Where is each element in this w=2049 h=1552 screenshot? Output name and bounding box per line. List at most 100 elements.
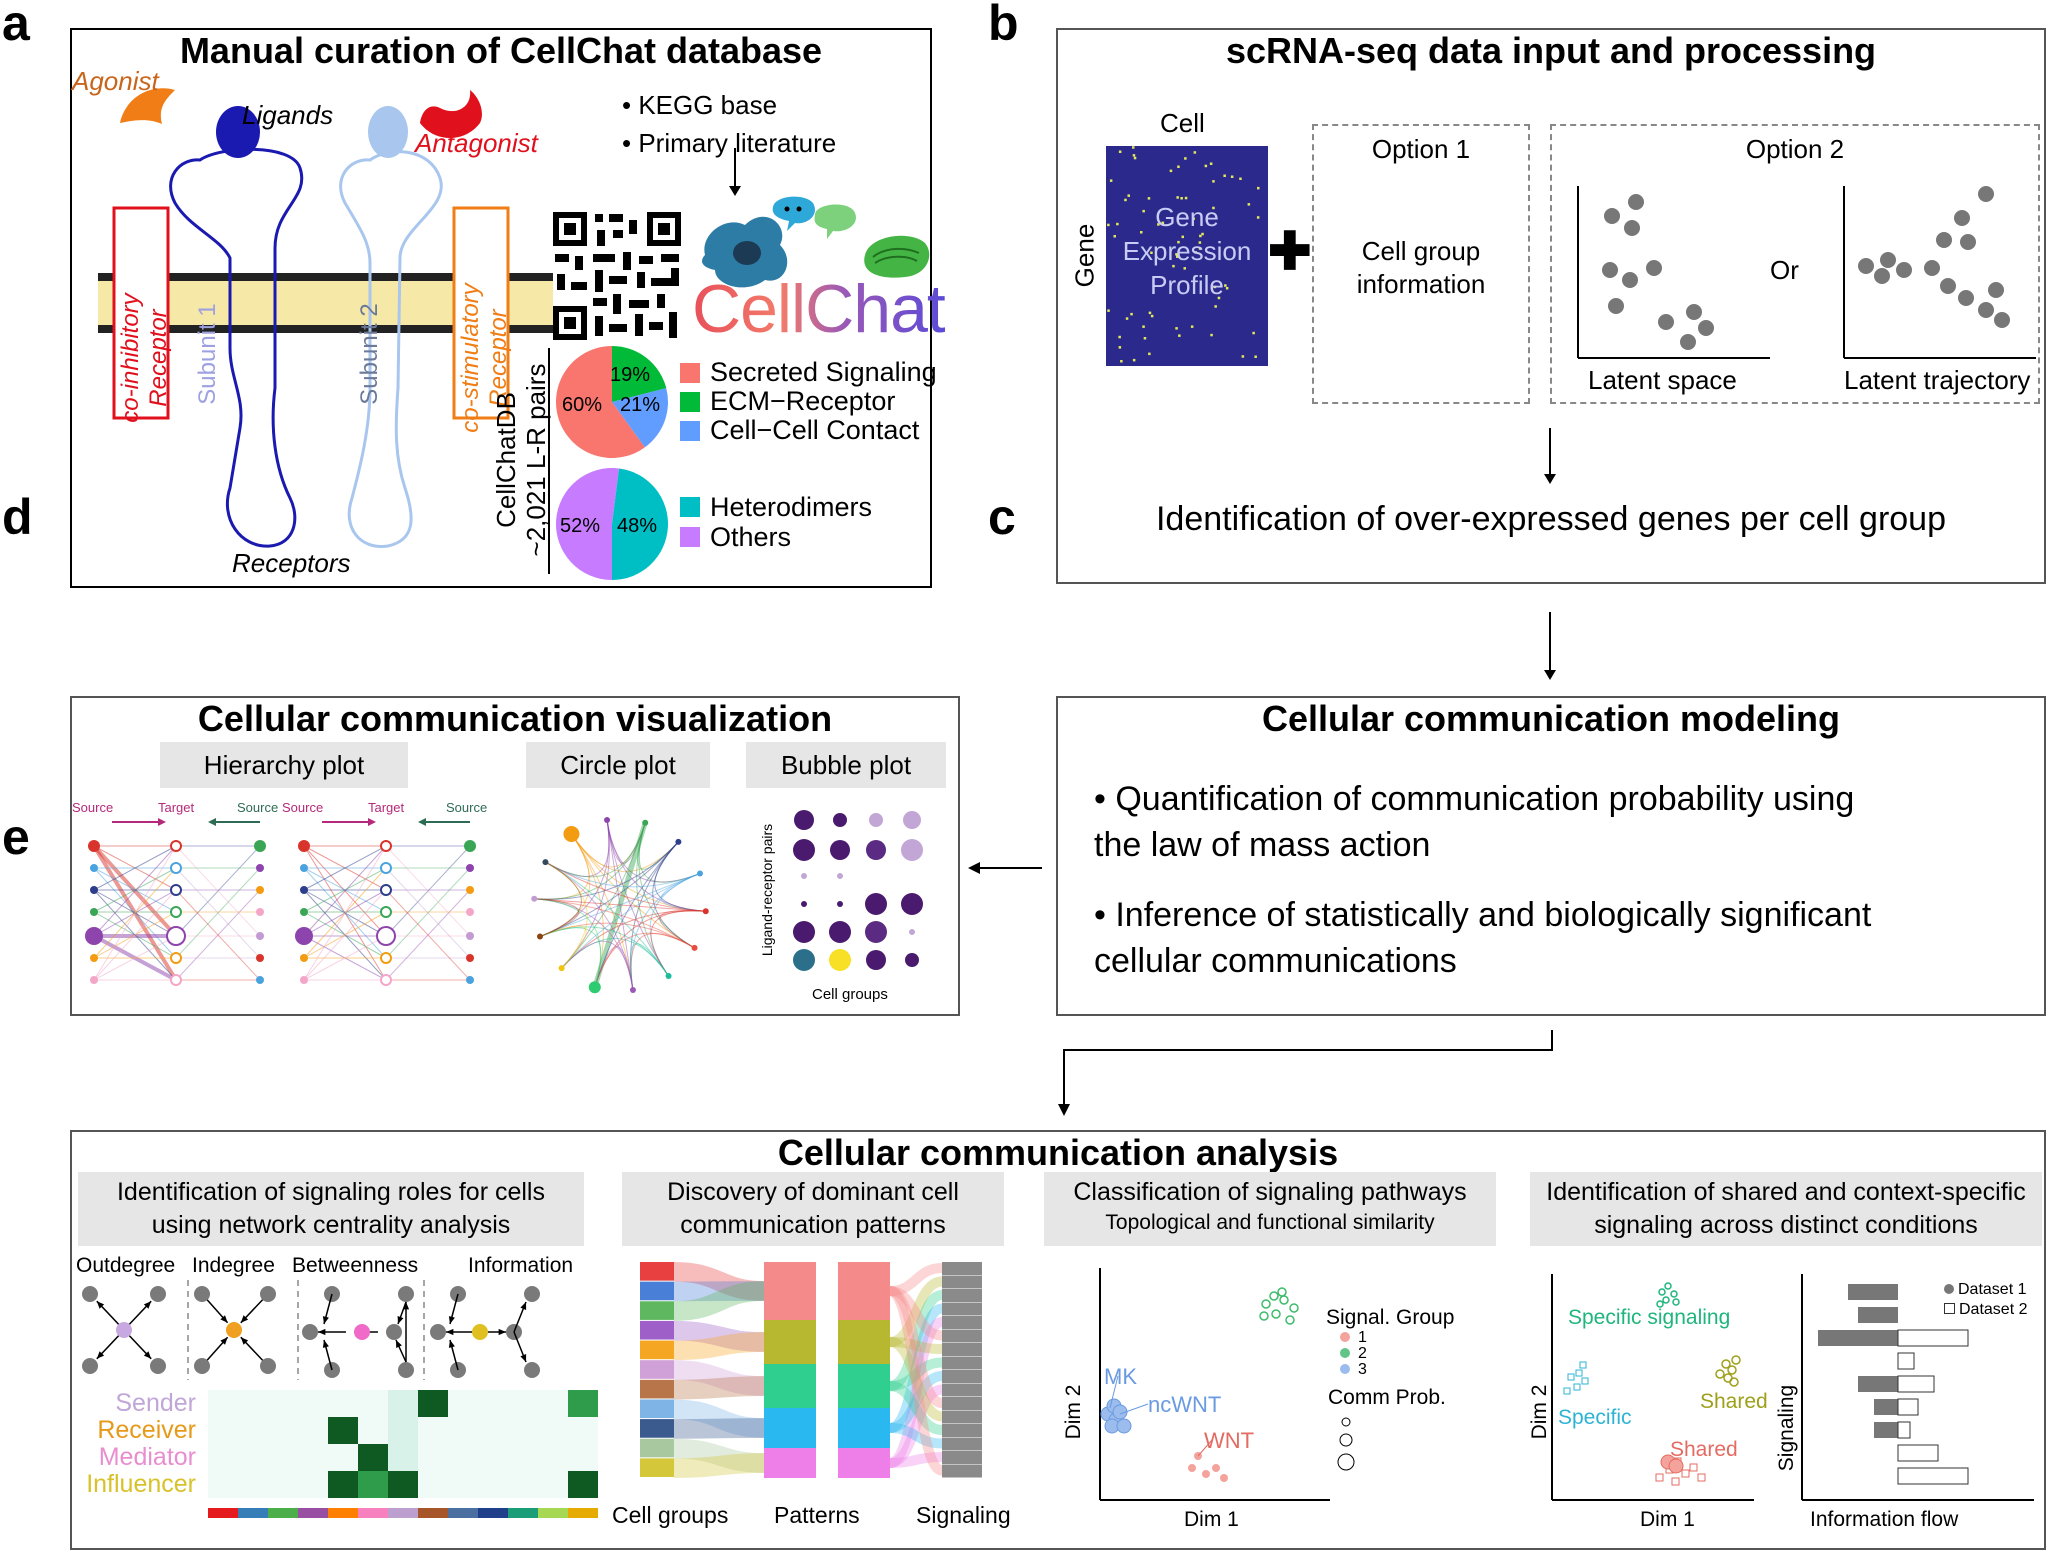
legend-swatch-heterodimers (680, 497, 700, 517)
profile-dot (1214, 305, 1217, 308)
cell-group-block (640, 1360, 674, 1379)
specific-point (1579, 1361, 1587, 1369)
s3-group-3: 3 (1340, 1362, 1367, 1378)
profile-dot (1148, 352, 1151, 356)
s3-group1-point (1202, 1470, 1210, 1478)
heatmap-cell (538, 1417, 568, 1444)
network-arrowhead (402, 1302, 410, 1310)
ligand-dark (216, 106, 260, 158)
profile-dot (1116, 222, 1119, 226)
bullet-1-line2: the law of mass action (1094, 826, 1431, 864)
down-arrow-a (729, 148, 741, 196)
circle-edge (592, 822, 648, 988)
shared-point (1721, 1359, 1731, 1369)
hier-source-2: Source (237, 800, 279, 815)
circle-edge (539, 927, 602, 988)
pattern-block-2 (838, 1364, 890, 1408)
profile-dot (1239, 177, 1242, 180)
circle-edge (594, 946, 634, 991)
panel-letter-b: b (988, 0, 1019, 51)
hier-source-node (298, 840, 310, 852)
option-1-line1: Cell group (1361, 236, 1481, 266)
circle-edge (545, 861, 634, 991)
alluvial-flow (889, 1357, 943, 1391)
heatmap-colorbar-cell (508, 1508, 538, 1518)
profile-dot (1113, 235, 1116, 238)
pattern-block-2 (838, 1262, 890, 1320)
legend-contact: Cell−Cell Contact (680, 416, 937, 445)
circle-edge (545, 861, 669, 977)
circle-edge (638, 822, 695, 949)
heatmap-cell (298, 1471, 328, 1498)
hier-edge-back (175, 889, 261, 981)
bubble-dot (901, 839, 923, 861)
profile-dot (1181, 235, 1184, 239)
heatmap-cell (418, 1417, 448, 1444)
alluvial-flow (888, 1290, 944, 1391)
specific-signaling-point (1656, 1300, 1664, 1308)
hier-target-node (170, 974, 182, 986)
pattern-block-2 (838, 1408, 890, 1448)
circle-edge (571, 822, 646, 868)
flow-bar-dataset2 (1897, 1329, 1969, 1347)
s3-dim1-label: Dim 1 (1184, 1508, 1239, 1531)
profile-dot (1130, 312, 1133, 316)
shared-point (1731, 1355, 1741, 1365)
hier-edge (303, 845, 387, 981)
circle-edge (561, 940, 634, 991)
hier-edge (93, 845, 177, 981)
bubble-dot (866, 950, 886, 970)
circle-edge (539, 819, 610, 938)
s3-leader-mk (1109, 1375, 1119, 1409)
alluvial-flow (889, 1286, 943, 1341)
bubble-x-label: Cell groups (812, 986, 888, 1003)
profile-dot (1225, 287, 1229, 290)
circle-edge (636, 822, 669, 977)
heatmap-cell (478, 1444, 508, 1471)
antagonist-label: Antagonist (415, 128, 538, 158)
hier-source-1: Source (72, 800, 114, 815)
panel-c-box (1056, 696, 2046, 1016)
circle-edge (539, 872, 701, 938)
s3-group2-point (1259, 1311, 1269, 1321)
flow-bar-dataset2 (1897, 1352, 1915, 1370)
network-node (260, 1358, 276, 1374)
heatmap-cell (268, 1471, 298, 1498)
specific-point (1581, 1377, 1589, 1385)
network-node (386, 1324, 402, 1340)
betweenness-center-node (354, 1324, 370, 1340)
network-node (398, 1286, 414, 1302)
signaling-block (942, 1424, 982, 1437)
role-receiver: Receiver (97, 1416, 196, 1444)
circle-edge (630, 841, 679, 991)
heatmap-cell (268, 1417, 298, 1444)
alluvial-flow (889, 1263, 943, 1296)
panel-letter-e: e (2, 809, 30, 865)
hier-source-node-2 (466, 864, 474, 872)
hier-edge-back (385, 889, 471, 981)
arrow-b-to-c (1544, 612, 1556, 680)
profile-dot (1118, 346, 1122, 349)
subunit-2-label: Subunit 2 (356, 303, 383, 405)
circle-node (691, 944, 698, 951)
profile-dot (1127, 194, 1130, 197)
specific-signaling-point (1672, 1298, 1680, 1306)
db-label-line2: ~2,021 L-R pairs (521, 363, 551, 557)
bubble-dot (801, 873, 807, 879)
pattern-block (764, 1448, 816, 1478)
cell-group-block (640, 1379, 674, 1399)
specific-point (1563, 1387, 1571, 1395)
s3-title-line1: Classification of signaling pathways (1073, 1178, 1467, 1206)
receptors-label: Receptors (232, 548, 351, 578)
pie1-label-21: 21% (620, 394, 661, 416)
profile-dot (1150, 251, 1153, 254)
signaling-block (942, 1410, 982, 1424)
information-flow-chart (1801, 1274, 2034, 1501)
heatmap-cell (328, 1471, 358, 1498)
hier-edge (303, 867, 387, 913)
hier-target-node (166, 926, 186, 946)
panel-c-title: Cellular communication modeling (1261, 698, 1841, 739)
hier-edge-back (175, 845, 261, 937)
hier-edge (93, 845, 177, 937)
hier-target-node (380, 862, 392, 874)
